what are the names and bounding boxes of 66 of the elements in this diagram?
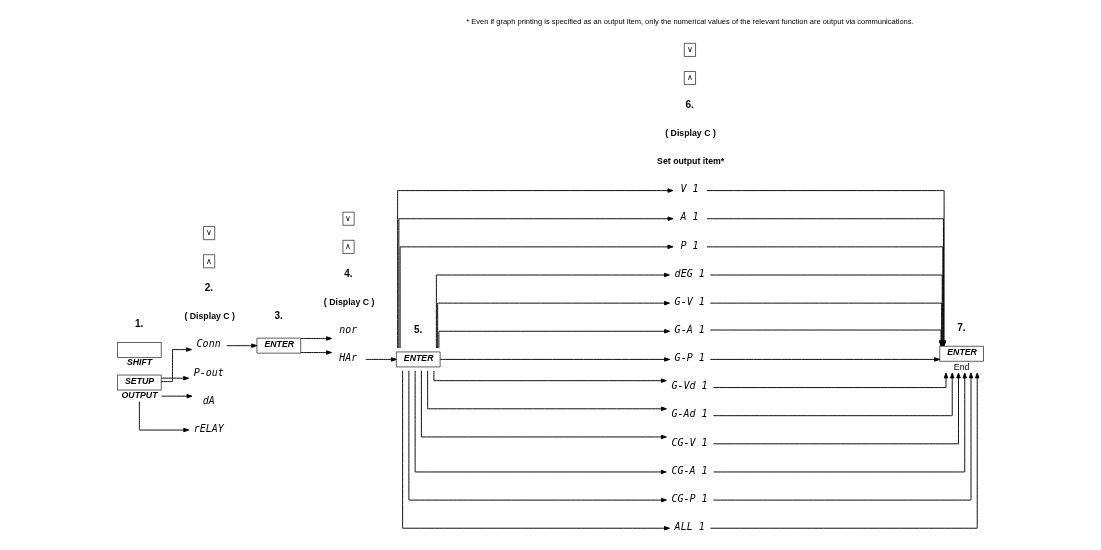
- label: 2.: [204, 282, 214, 294]
- arrow: [709, 357, 941, 362]
- node-box: ENTER: [939, 345, 984, 362]
- node-text: dEG 1: [674, 267, 705, 279]
- label: 6.: [685, 98, 694, 110]
- arrow: [713, 372, 961, 445]
- node-text: dA: [202, 394, 215, 406]
- arrow: [435, 272, 670, 349]
- arrow: [713, 372, 967, 473]
- node-text: ALL 1: [674, 520, 705, 532]
- node-box: ENTER: [256, 337, 301, 354]
- arrow: [300, 350, 332, 355]
- arrow: [402, 370, 670, 531]
- node-text: A 1: [680, 211, 699, 223]
- arrow: [138, 401, 190, 433]
- node-text: G-V 1: [674, 295, 705, 307]
- label: ( Display C ): [323, 296, 375, 307]
- node-text: G-P 1: [674, 352, 705, 364]
- arrow: [160, 375, 190, 381]
- arrow: [365, 357, 397, 362]
- label: ( Display C ): [665, 128, 716, 138]
- label: 7.: [957, 321, 966, 333]
- node-text: HAr: [339, 352, 358, 364]
- node-box: SETUP: [117, 374, 162, 391]
- node-text: CG-V 1: [671, 436, 708, 448]
- arrow: [438, 329, 671, 349]
- arrow: [437, 300, 670, 349]
- node-box: [117, 342, 162, 358]
- label: 5.: [413, 324, 423, 336]
- label: ( Display C ): [184, 311, 235, 322]
- arrow: [226, 343, 258, 348]
- node-text: G-A 1: [674, 324, 705, 336]
- arrow: [427, 370, 667, 412]
- arrow: [300, 336, 332, 341]
- node-text: P-out: [193, 366, 224, 378]
- node-text: P 1: [680, 239, 699, 251]
- node-text: Conn: [196, 338, 221, 350]
- arrow: [433, 370, 667, 383]
- node-text: G-Ad 1: [671, 408, 708, 420]
- arrow: [399, 244, 674, 349]
- node-text: nor: [339, 324, 358, 336]
- label: 1.: [135, 317, 144, 329]
- arrow: [398, 216, 674, 349]
- arrow: [408, 370, 667, 503]
- arrow: [439, 357, 671, 362]
- arrow: [160, 393, 193, 399]
- node-text: CG-A 1: [671, 464, 708, 476]
- node-label: OUTPUT: [121, 389, 158, 400]
- node-label: End: [953, 361, 970, 372]
- node-box: ENTER: [396, 351, 441, 368]
- label: 3.: [274, 310, 283, 322]
- arrow: [160, 347, 192, 383]
- arrow: [420, 370, 667, 440]
- node-text: G-Vd 1: [671, 380, 708, 392]
- arrow: [713, 372, 955, 417]
- node-label: SHIFT: [126, 357, 153, 368]
- arrow: [709, 372, 980, 529]
- arrow: [712, 372, 974, 501]
- label: 4.: [344, 267, 353, 279]
- node-text: CG-P 1: [671, 492, 708, 504]
- arrow: [397, 188, 674, 349]
- arrow: [713, 372, 949, 389]
- arrow: [414, 370, 667, 475]
- label: Set output item*: [657, 156, 725, 167]
- node-text: rELAY: [193, 422, 224, 434]
- node-text: V 1: [680, 183, 699, 195]
